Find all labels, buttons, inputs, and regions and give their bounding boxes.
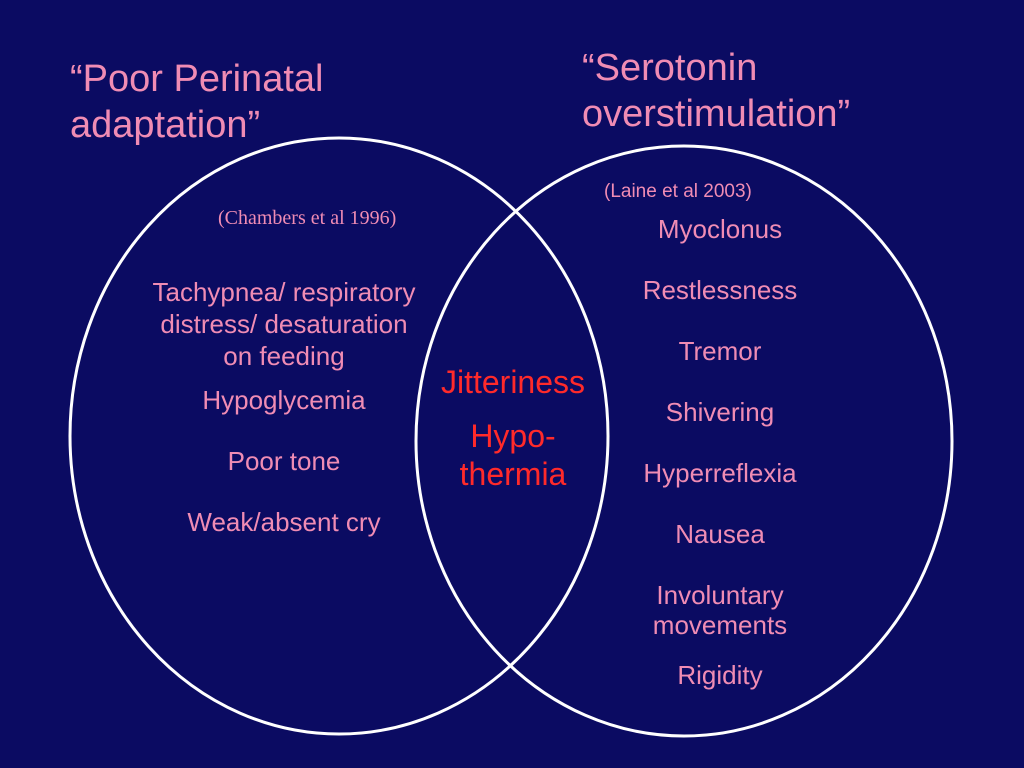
list-item: Poor tone	[227, 446, 341, 476]
list-item: Restlessness	[642, 275, 798, 305]
right-circle	[414, 144, 954, 738]
right-set-title: “Serotonin overstimulation”	[582, 47, 851, 135]
list-item: Hyperreflexia	[643, 458, 797, 488]
left-circle	[68, 136, 610, 736]
list-item: Tachypnea/ respiratory distress/ desatur…	[152, 277, 416, 371]
overlap-items: Jitteriness Hypo- thermia	[418, 363, 608, 493]
list-item: Nausea	[675, 519, 765, 549]
list-item: Shivering	[665, 397, 775, 427]
right-set-citation: (Laine et al 2003)	[604, 181, 752, 202]
right-set-items: Myoclonus Restlessness Tremor Shivering …	[600, 214, 840, 721]
list-item: Involuntary movements	[652, 580, 788, 640]
list-item: Tremor	[678, 336, 762, 366]
left-set-citation: (Chambers et al 1996)	[218, 207, 397, 229]
left-set-items: Tachypnea/ respiratory distress/ desatur…	[150, 276, 418, 567]
left-set-title: “Poor Perinatal adaptation”	[70, 58, 324, 146]
list-item: Weak/absent cry	[187, 507, 381, 537]
list-item: Hypo- thermia	[459, 418, 567, 492]
list-item: Hypoglycemia	[202, 385, 366, 415]
list-item: Rigidity	[677, 660, 763, 690]
list-item: Jitteriness	[440, 364, 586, 400]
list-item: Myoclonus	[657, 214, 783, 244]
